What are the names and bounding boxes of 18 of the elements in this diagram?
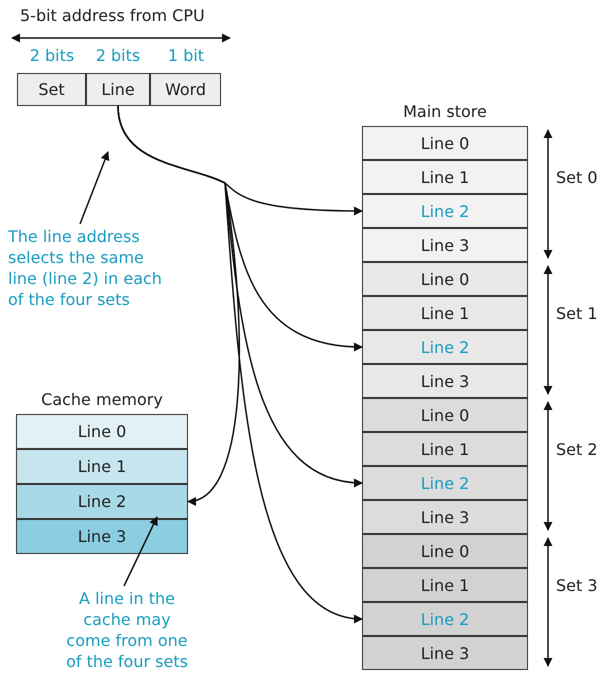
- bit-width-label: 2 bits: [94, 46, 142, 66]
- annotation-text: A line in the cache may come from one of the four sets: [62, 588, 192, 672]
- column-heading: Main store: [402, 102, 488, 122]
- connector-arrow: [117, 106, 240, 504]
- column-heading: Cache memory: [40, 390, 164, 410]
- set-label: Set 3: [556, 576, 599, 596]
- annotation-text: The line address selects the same line (line 2) in each of the four sets: [8, 226, 168, 310]
- leader-arrow: [123, 516, 158, 586]
- set-label: Set 2: [556, 440, 599, 460]
- bit-width-label: 1 bit: [166, 46, 206, 66]
- address-field: Word: [150, 73, 221, 106]
- diagram-heading: 5-bit address from CPU: [20, 6, 206, 26]
- set-label: Set 0: [556, 168, 599, 188]
- set-label: Set 1: [556, 304, 599, 324]
- leader-arrow: [79, 151, 110, 224]
- address-field: Line: [86, 73, 150, 106]
- address-field: Set: [17, 73, 86, 106]
- bit-width-label: 2 bits: [28, 46, 76, 66]
